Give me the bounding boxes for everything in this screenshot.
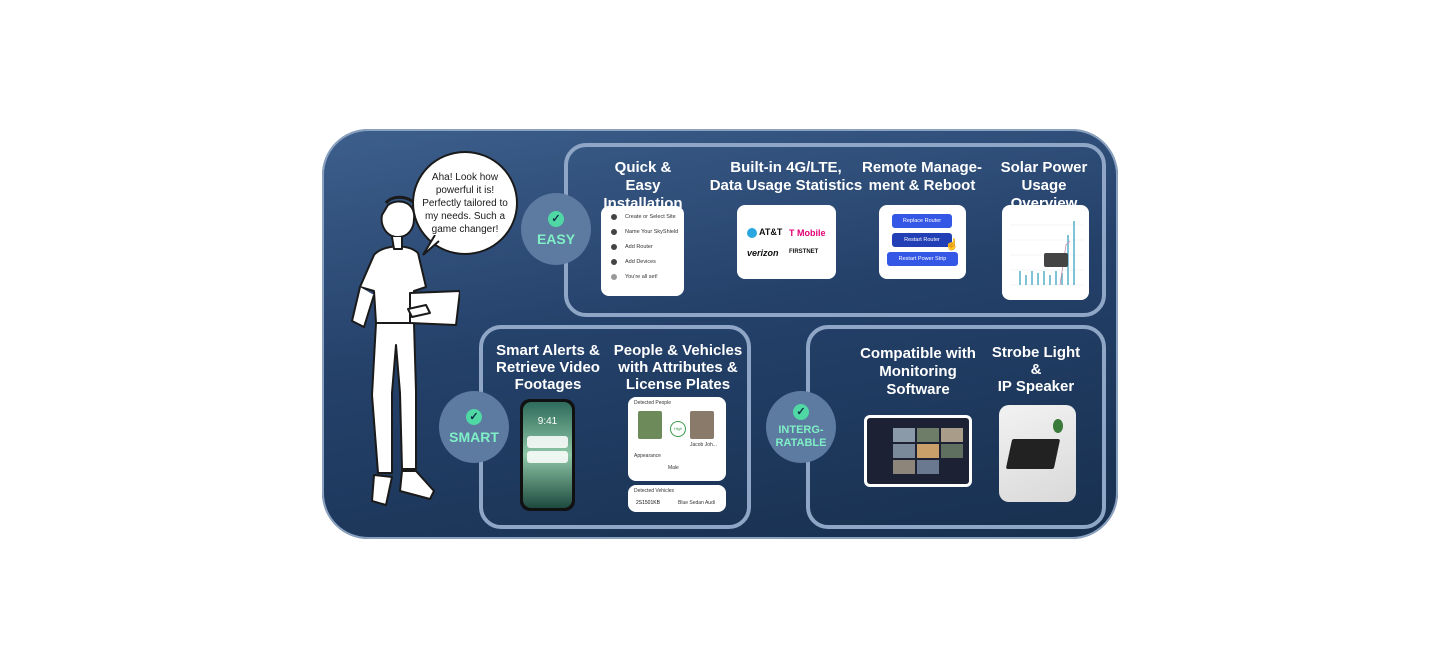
gender-attribute: Male (668, 465, 679, 471)
person-with-laptop-illustration (351, 195, 460, 506)
appearance-label: Appearance (634, 453, 661, 459)
solar-usage-chart (1010, 221, 1084, 286)
install-step: Add Devices (611, 259, 684, 265)
router-icon (611, 244, 617, 250)
att-logo-text: AT&T (759, 227, 783, 237)
install-title: Quick & Easy Installation (603, 159, 683, 212)
strobe-title: Strobe Light & IP Speaker (991, 344, 1081, 395)
replace-router-button[interactable]: Replace Router (892, 214, 952, 228)
notification (527, 451, 568, 463)
camera-icon (611, 259, 617, 265)
verizon-logo: verizon (747, 248, 779, 258)
solar-usage-card (1002, 205, 1089, 300)
step-label: Add Devices (625, 259, 656, 265)
install-step: You're all set! (611, 274, 684, 280)
notification (527, 436, 568, 448)
firstnet-logo: FIRSTNET (789, 249, 819, 255)
monitoring-title: Compatible with Monitoring Software (860, 345, 976, 398)
remote-title: Remote Manage- ment & Reboot (861, 159, 983, 194)
monitoring-software-screen (864, 415, 972, 487)
device-icon (611, 229, 617, 235)
remote-management-card: Replace Router Restart Router Restart Po… (879, 205, 966, 279)
restart-router-button[interactable]: Restart Router (892, 233, 952, 247)
person-thumbnail (638, 411, 662, 439)
lte-title: Built-in 4G/LTE, Data Usage Statistics (709, 159, 863, 194)
check-circle-icon (611, 274, 617, 280)
lockscreen-time: 9:41 (537, 416, 558, 427)
smart-badge: ✓ SMART (439, 391, 509, 463)
step-label: Create or Select Site (625, 214, 676, 220)
check-icon: ✓ (793, 404, 809, 420)
easy-label: EASY (536, 231, 576, 247)
step-label: Name Your SkyShield (625, 229, 679, 235)
speech-bubble: Aha! Look how powerful it is! Perfectly … (412, 151, 518, 255)
tmobile-logo: T Mobile (789, 228, 826, 238)
install-step: Add Router (611, 244, 684, 250)
easy-badge: ✓ EASY (521, 193, 591, 265)
similarity-badge: High (670, 421, 686, 437)
alerts-title: Smart Alerts & Retrieve Video Footages (496, 342, 600, 393)
vehicle-attribute: Blue Sedan Audi (678, 500, 715, 506)
smart-label: SMART (449, 429, 499, 445)
speech-bubble-tail (422, 235, 440, 256)
detected-vehicles-label: Detected Vehicles (634, 488, 675, 494)
people-title: People & Vehicles with Attributes & Lice… (613, 342, 743, 393)
cursor-hand-icon: ☝ (945, 239, 959, 251)
install-steps-card: Create or Select Site Name Your SkyShiel… (601, 206, 684, 296)
detected-vehicles-card: Detected Vehicles 2S1501KB Blue Sedan Au… (628, 485, 726, 512)
phone-lockscreen: 9:41 (520, 399, 575, 511)
carrier-logos-card: AT&T T Mobile verizon FIRSTNET (737, 205, 836, 279)
restart-power-strip-button[interactable]: Restart Power Strip (887, 252, 958, 266)
speech-bubble-text: Aha! Look how powerful it is! Perfectly … (422, 171, 508, 235)
detected-people-card: Detected People High Jacob Joh... Appear… (628, 397, 726, 481)
check-icon: ✓ (466, 409, 482, 425)
install-step: Name Your SkyShield (611, 229, 684, 235)
detected-people-label: Detected People (634, 400, 671, 406)
step-label: Add Router (625, 244, 653, 250)
features-panel: Aha! Look how powerful it is! Perfectly … (322, 129, 1118, 539)
step-label: You're all set! (625, 274, 658, 280)
install-step: Create or Select Site (611, 214, 684, 220)
integratable-label: INTERG- RATABLE (775, 424, 827, 449)
person-name: Jacob Joh... (690, 442, 717, 448)
att-logo: AT&T (747, 227, 782, 238)
check-icon: ✓ (548, 211, 564, 227)
license-plate: 2S1501KB (636, 500, 660, 506)
location-pin-icon (611, 214, 617, 220)
laptop-photo (999, 405, 1076, 502)
integratable-badge: ✓ INTERG- RATABLE (766, 391, 836, 463)
person-thumbnail (690, 411, 714, 439)
